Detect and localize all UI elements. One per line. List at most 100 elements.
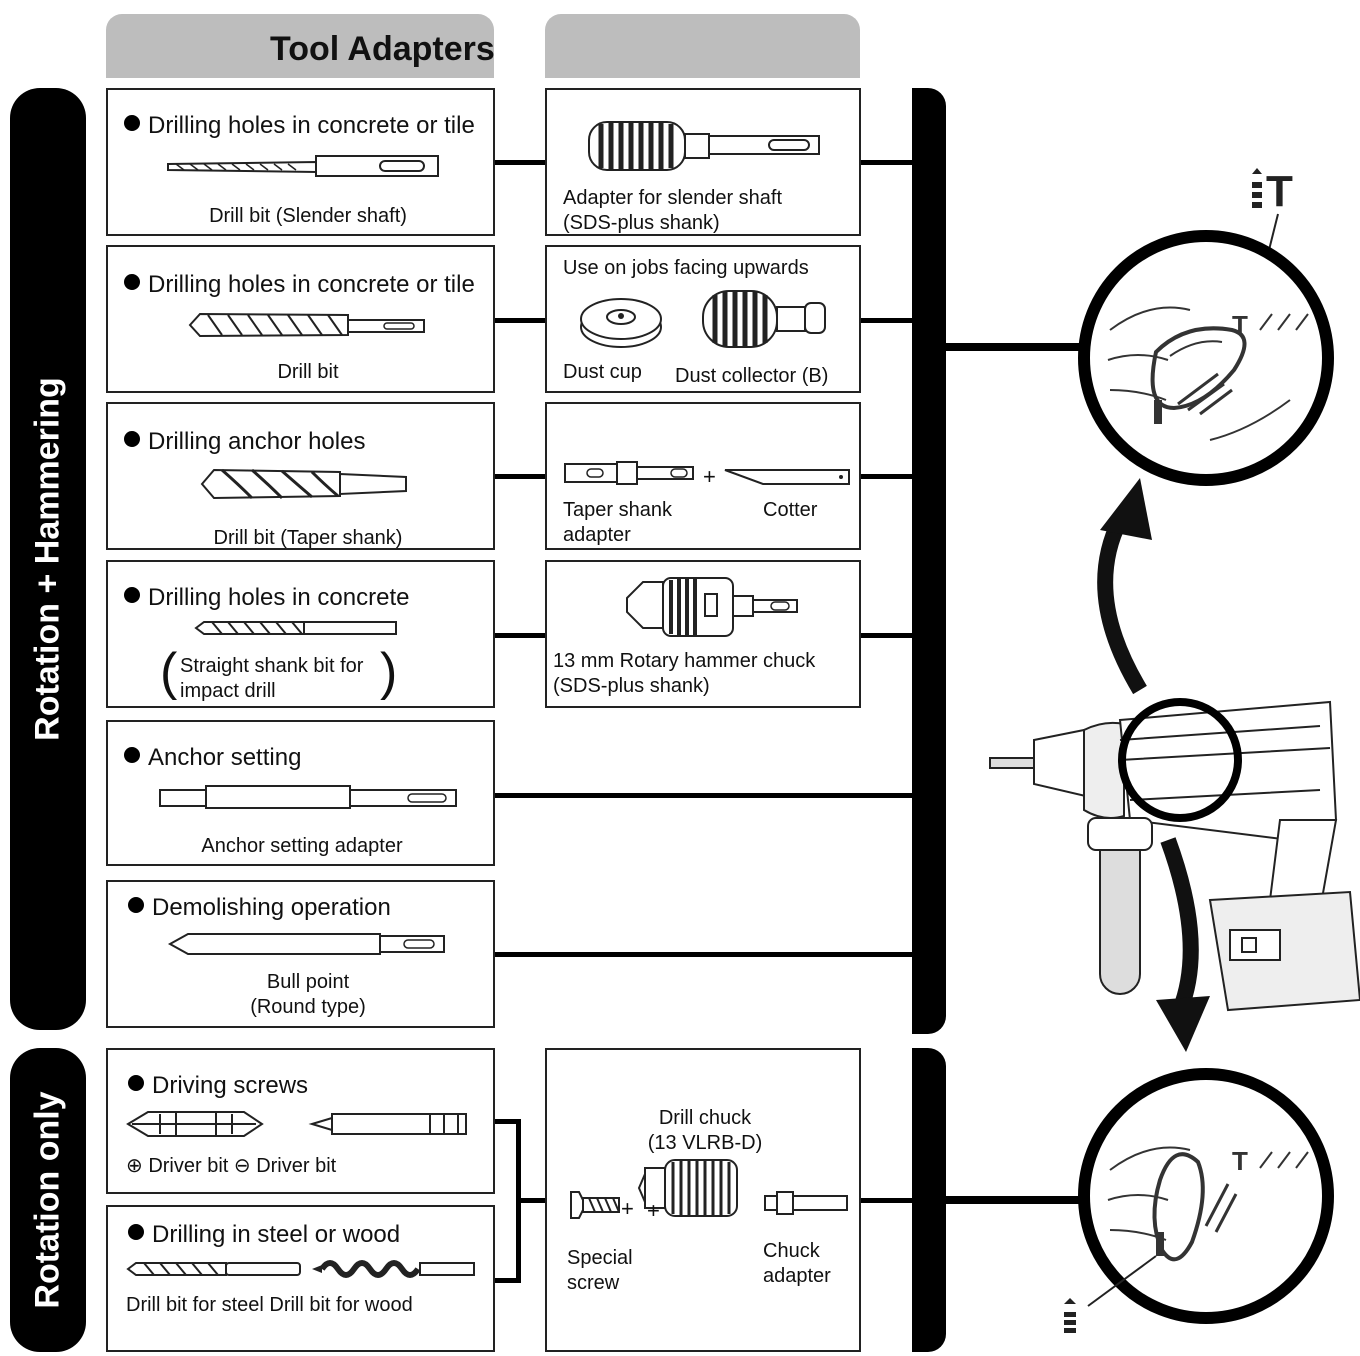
page-title: Tool Adapters: [270, 30, 495, 68]
drill-bit-icon: [188, 312, 425, 338]
plus-sign: +: [703, 464, 716, 489]
rotation-mode-symbol-icon: [1064, 1298, 1076, 1333]
anchor-setting-adapter-icon: [159, 785, 457, 809]
tool-caption: Straight shank bit for impact drill: [180, 655, 364, 702]
bullet-icon: [124, 431, 140, 447]
tool-box-taper-drill: Drilling anchor holes Drill bit (Taper s…: [106, 402, 495, 550]
special-screw-icon: [570, 1191, 620, 1219]
bullet-icon: [128, 897, 144, 913]
wood-drill-bit-icon: [312, 1260, 475, 1278]
connector: [494, 160, 546, 165]
tool-caption: Drill bit (Taper shank): [213, 527, 403, 549]
slender-shaft-adapter-icon: [588, 121, 820, 171]
rotary-hammer-illustration: T T T: [989, 167, 1360, 1333]
tool-heading: Drilling holes in concrete or tile: [148, 112, 475, 139]
adapter-box-slender: Adapter for slender shaft (SDS-plus shan…: [545, 88, 861, 236]
tool-caption: Bull point (Round type): [250, 971, 366, 1018]
tool-box-slender-drill: Drilling holes in concrete or tile Drill…: [106, 88, 495, 236]
tool-heading: Demolishing operation: [152, 894, 391, 921]
connector: [494, 633, 546, 638]
tool-caption: Drill bit: [277, 361, 339, 383]
paren-left: (: [160, 643, 178, 701]
straight-shank-bit-icon: [194, 621, 397, 635]
bullet-icon: [124, 587, 140, 603]
magnified-switch-hammer: [1078, 230, 1334, 486]
column-tab-tools: [106, 14, 494, 78]
tool-box-steel-wood: Drilling in steel or wood Drill bit for …: [106, 1205, 495, 1352]
chuck-adapter-caption: Chuck adapter: [763, 1240, 831, 1287]
dust-collector-icon: [702, 290, 826, 348]
drill-chuck-caption: Drill chuck (13 VLRB-D): [647, 1107, 763, 1154]
bullet-icon: [128, 1075, 144, 1091]
tool-heading: Drilling holes in concrete or tile: [148, 271, 475, 298]
connector: [494, 318, 546, 323]
connector: [946, 1196, 1086, 1204]
tool-heading: Drilling holes in concrete: [148, 584, 410, 611]
tool-box-driving-screws: Driving screws ⊕ Driver bit ⊖ Driver bit: [106, 1048, 495, 1194]
tool-heading: Anchor setting: [148, 744, 302, 771]
connector: [494, 952, 912, 957]
slender-drill-bit-icon: [167, 155, 439, 177]
dust-cup-icon: [580, 298, 662, 348]
rail-rotation-hammering: [912, 88, 946, 1034]
tool-heading: Drilling anchor holes: [148, 428, 366, 455]
adapter-box-rotary-chuck: 13 mm Rotary hammer chuck (SDS-plus shan…: [545, 560, 861, 708]
section-label-rotation-only: Rotation only: [28, 1091, 67, 1309]
connector: [860, 318, 912, 323]
adapter-box-dust: Use on jobs facing upwards Dust cup Dust…: [545, 245, 861, 393]
bull-point-icon: [167, 933, 445, 955]
connector: [860, 1198, 912, 1203]
adapter-caption-a: Dust cup: [563, 361, 642, 383]
connector: [494, 1278, 519, 1283]
cotter-icon: [724, 469, 850, 485]
tool-caption: Anchor setting adapter: [201, 835, 403, 857]
steel-drill-bit-icon: [126, 1262, 301, 1276]
tool-heading: Driving screws: [152, 1072, 309, 1099]
rotary-hammer-chuck-icon: [626, 577, 798, 637]
adapter-caption-b: Cotter: [763, 499, 818, 521]
plus-sign: +: [621, 1196, 634, 1221]
tool-box-drill-bit: Drilling holes in concrete or tile Drill…: [106, 245, 495, 393]
tool-box-demolishing: Demolishing operation Bull point (Round …: [106, 880, 495, 1028]
drill-chuck-icon: [637, 1159, 738, 1217]
section-label-rotation-hammering: Rotation + Hammering: [28, 377, 67, 741]
bullet-icon: [124, 274, 140, 290]
bullet-icon: [128, 1224, 144, 1240]
plus-sign: +: [647, 1198, 660, 1223]
tool-caption: Drill bit (Slender shaft): [209, 205, 407, 227]
rotary-hammer-drill-icon: [989, 700, 1360, 1012]
tool-caption: Drill bit for steel Drill bit for wood: [126, 1294, 413, 1316]
bullet-icon: [124, 115, 140, 131]
adapter-caption: 13 mm Rotary hammer chuck (SDS-plus shan…: [553, 650, 816, 697]
adapter-caption-a: Taper shank adapter: [563, 499, 672, 546]
adapter-caption: Adapter for slender shaft (SDS-plus shan…: [563, 187, 783, 234]
tool-box-straight-shank: Drilling holes in concrete ( Straight sh…: [106, 560, 495, 708]
taper-shank-adapter-icon: [564, 461, 694, 485]
hammer-mode-symbol-icon: [1252, 168, 1262, 208]
adapter-box-drill-chuck: Drill chuck (13 VLRB-D) + + Special scre…: [545, 1048, 861, 1352]
svg-text:T: T: [1232, 1146, 1248, 1176]
connector: [860, 160, 912, 165]
svg-text:T: T: [1232, 310, 1248, 340]
adapter-caption-b: Dust collector (B): [675, 365, 829, 387]
tool-caption: ⊕ Driver bit ⊖ Driver bit: [126, 1155, 337, 1177]
connector: [860, 633, 912, 638]
connector: [494, 474, 546, 479]
bullet-icon: [124, 747, 140, 763]
section-rotation-hammering: Rotation + Hammering: [10, 88, 86, 1030]
connector: [516, 1198, 546, 1203]
connector: [946, 343, 1086, 351]
magnified-switch-rotation: [1078, 1068, 1334, 1324]
column-tab-adapters: [545, 14, 860, 78]
slotted-driver-bit-icon: [308, 1113, 467, 1135]
phillips-driver-bit-icon: [126, 1111, 264, 1137]
connector: [494, 793, 912, 798]
rail-rotation-only: [912, 1048, 946, 1352]
taper-drill-bit-icon: [200, 468, 407, 500]
tool-box-anchor-setting: Anchor setting Anchor setting adapter: [106, 720, 495, 866]
special-screw-caption: Special screw: [567, 1247, 633, 1294]
section-rotation-only: Rotation only: [10, 1048, 86, 1352]
adapter-box-taper: + Taper shank adapter Cotter: [545, 402, 861, 550]
connector: [860, 474, 912, 479]
switch-highlight-ring: [1118, 698, 1242, 822]
